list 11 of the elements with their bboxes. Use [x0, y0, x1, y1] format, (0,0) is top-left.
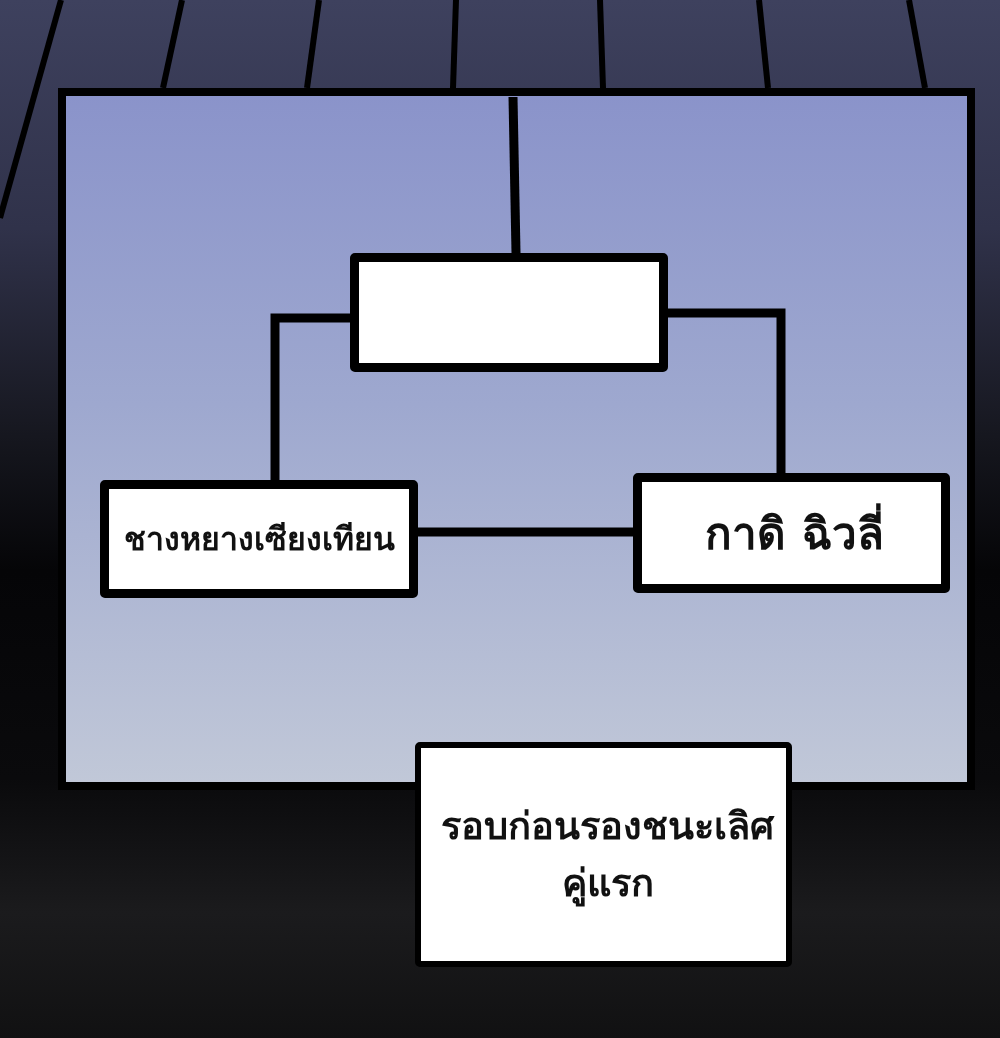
caption-box — [415, 742, 792, 967]
name-box — [633, 473, 950, 593]
empty-box — [350, 253, 668, 372]
connector-line — [508, 96, 521, 254]
name-box — [100, 480, 418, 598]
connector-line — [668, 308, 786, 473]
connector-line — [418, 527, 633, 537]
connector-line — [270, 313, 350, 480]
player-name: ชางหยางเซียงเทียน — [123, 519, 395, 559]
round-caption: รอบก่อนรองชนะเลิศคู่แรก — [440, 802, 776, 909]
player-name: กาดิ ฉิวลี่ — [705, 505, 884, 561]
